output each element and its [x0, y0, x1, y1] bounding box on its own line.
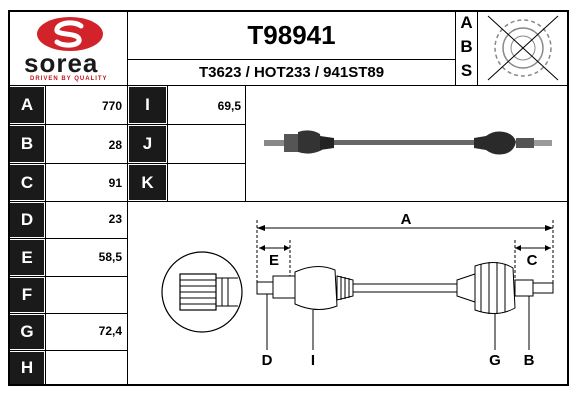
spec-value-g: 72,4	[98, 324, 122, 338]
spec-value-c: 91	[108, 176, 122, 190]
dim-label-g: G	[489, 352, 501, 369]
cross-references: T3623 / HOT233 / 941ST89	[198, 64, 385, 81]
brand-tagline: DRIVEN BY QUALITY	[30, 76, 108, 82]
spec-value-d: 23	[108, 212, 122, 226]
spec-key-e: E	[10, 240, 44, 275]
shaft-photo	[264, 130, 552, 155]
spec-key-h: H	[10, 352, 44, 384]
spec-key-k: K	[129, 165, 166, 200]
spec-key-i: I	[129, 87, 166, 123]
abs-letter-a: A	[460, 13, 473, 32]
dim-label-b: B	[523, 352, 535, 369]
spec-key-a: A	[10, 87, 44, 123]
dim-label-c: C	[526, 252, 538, 269]
spec-value-i: 69,5	[217, 99, 241, 113]
abs-letter-b: B	[460, 37, 473, 56]
dim-label-e: E	[268, 252, 279, 269]
dim-label-a: A	[400, 211, 412, 228]
part-number: T98941	[247, 20, 336, 50]
spec-value-e: 58,5	[98, 250, 122, 264]
shaft-drawing	[256, 220, 554, 350]
spec-key-c: C	[10, 165, 44, 200]
spec-key-b: B	[10, 126, 44, 162]
datasheet-frame	[8, 10, 569, 386]
spec-value-a: 770	[101, 99, 122, 113]
abs-letter-s: S	[460, 61, 473, 80]
no-abs-ring-icon	[487, 15, 559, 81]
spec-key-d: D	[10, 203, 44, 237]
spec-value-b: 28	[108, 138, 122, 152]
dim-label-d: D	[261, 352, 273, 369]
spline-detail-icon	[161, 251, 243, 333]
brand-name: sorea	[24, 48, 99, 78]
spec-key-j: J	[129, 126, 166, 162]
dim-label-i: I	[310, 352, 316, 369]
spec-key-g: G	[10, 315, 44, 349]
spec-key-f: F	[10, 278, 44, 312]
